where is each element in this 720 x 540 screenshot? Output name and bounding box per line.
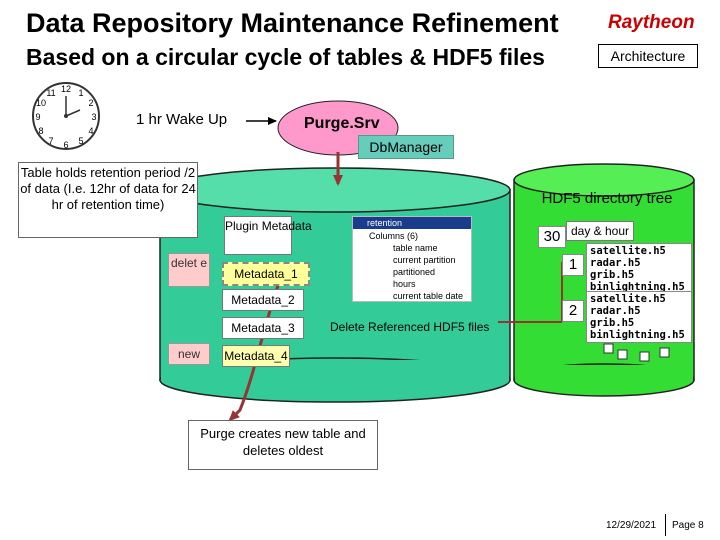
clock-number: 9 [35, 112, 40, 122]
hdf5-file-list: satellite.h5 radar.h5 grib.h5 binlightni… [586, 291, 692, 343]
clock-number: 7 [48, 136, 53, 146]
clock-number: 11 [46, 88, 55, 98]
purge-note: Purge creates new table and deletes olde… [188, 420, 378, 470]
clock-number: 5 [78, 136, 83, 146]
metadata-table: Metadata_3 [222, 317, 304, 339]
hdf5-file: satellite.h5 [590, 245, 666, 257]
architecture-badge: Architecture [598, 44, 698, 68]
purge-srv-label: Purge.Srv [304, 115, 380, 132]
clock-number: 10 [36, 98, 46, 108]
wake-up-label: 1 hr Wake Up [136, 111, 228, 128]
brand-logo: Raytheon [608, 12, 695, 33]
clock-number: 2 [88, 98, 93, 108]
tree-column-item: hours [393, 279, 416, 289]
clock-number: 4 [88, 126, 93, 136]
page-title: Data Repository Maintenance Refinement [26, 8, 559, 38]
delete-tag: delet e [168, 253, 210, 287]
retention-tree-panel: retention Columns (6) table name current… [352, 216, 472, 302]
metadata-table: Metadata_1 [222, 262, 310, 286]
hdf5-file-list: satellite.h5 radar.h5 grib.h5 binlightni… [586, 243, 692, 295]
page-subtitle: Based on a circular cycle of tables & HD… [26, 44, 545, 70]
tree-header: retention [353, 217, 471, 229]
clock-number: 6 [63, 140, 68, 150]
clock-number: 8 [38, 126, 43, 136]
footer-date: 12/29/2021 [606, 520, 657, 531]
hdf5-row-number: 1 [562, 254, 584, 276]
hdf5-tree-label: HDF5 directory tree [541, 190, 673, 207]
page-number: Page 8 [672, 520, 704, 531]
db-manager-box: DbManager [358, 135, 454, 159]
hdf5-file: satellite.h5 [590, 293, 666, 305]
hdf5-file: radar.h5 [590, 257, 641, 269]
retention-note: Table holds retention period /2 of data … [18, 162, 198, 238]
hdf5-file: binlightning.h5 [590, 329, 685, 341]
metadata-table: Metadata_2 [222, 289, 304, 311]
day-hour-label: day & hour [566, 221, 634, 241]
footer-divider [665, 514, 666, 536]
hdf5-file: grib.h5 [590, 317, 635, 329]
tree-columns-label: Columns (6) [369, 231, 419, 241]
clock-icon: 12 1 2 3 4 5 6 7 8 9 10 11 [32, 82, 100, 150]
clock-number: 1 [78, 88, 83, 98]
tree-column-item: table name [393, 243, 438, 253]
clock-number: 3 [91, 112, 96, 122]
hdf5-row-number: 2 [562, 300, 584, 322]
plugin-metadata-table: Plugin Metadata [224, 216, 312, 255]
tree-column-item: partitioned [393, 267, 436, 277]
hdf5-file: grib.h5 [590, 269, 635, 281]
hdf5-file: binlightning.h5 [590, 281, 685, 293]
metadata-table: Metadata_4 [222, 345, 290, 367]
tree-column-item: current table date [393, 291, 464, 301]
hdf5-file: radar.h5 [590, 305, 641, 317]
new-tag: new [168, 343, 210, 365]
clock-number: 12 [61, 84, 71, 94]
delete-referenced-label: Delete Referenced HDF5 files [330, 320, 490, 334]
hdf5-row-number: 30 [538, 226, 566, 248]
tree-column-item: current partition [393, 255, 456, 265]
